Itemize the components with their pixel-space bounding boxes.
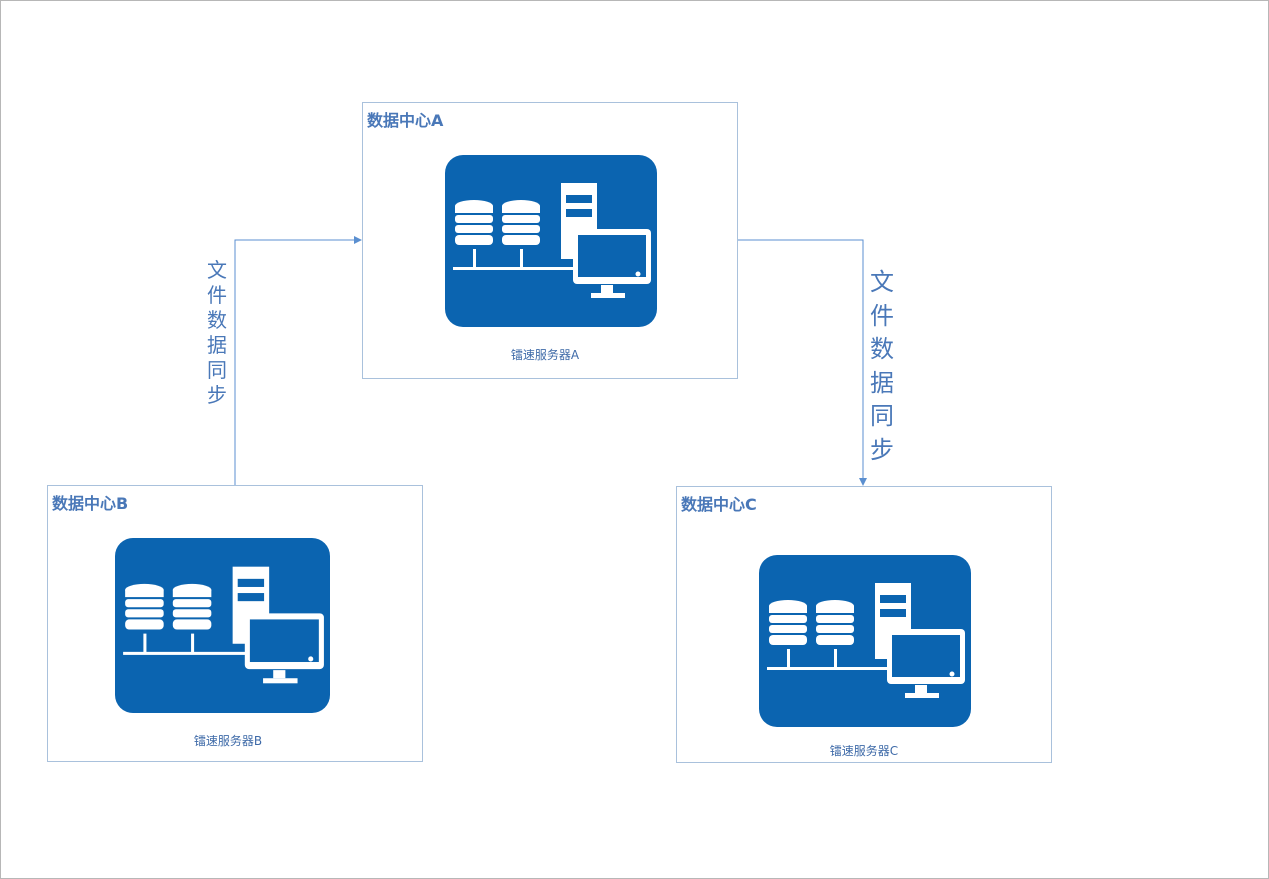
- sync-label-b-to-a: 文 件 数 据 同 步: [207, 258, 227, 407]
- sync-label-a-to-c: 文 件 数 据 同 步: [870, 268, 894, 464]
- server-icon: [445, 155, 657, 327]
- server-icon: [115, 538, 330, 713]
- datacenter-c: 数据中心C: [676, 486, 1052, 763]
- server-label: 镭速服务器A: [510, 348, 580, 362]
- datacenter-b-title: 数据中心B: [52, 494, 129, 513]
- datacenter-a-title: 数据中心A: [367, 111, 444, 130]
- server-label: 镭速服务器B: [193, 734, 263, 748]
- datacenter-a: 数据中心A: [362, 102, 738, 379]
- server-icon: [759, 555, 971, 727]
- datacenter-c-title: 数据中心C: [681, 495, 757, 514]
- server-label: 镭速服务器C: [829, 744, 899, 758]
- datacenter-b: 数据中心B: [47, 485, 423, 762]
